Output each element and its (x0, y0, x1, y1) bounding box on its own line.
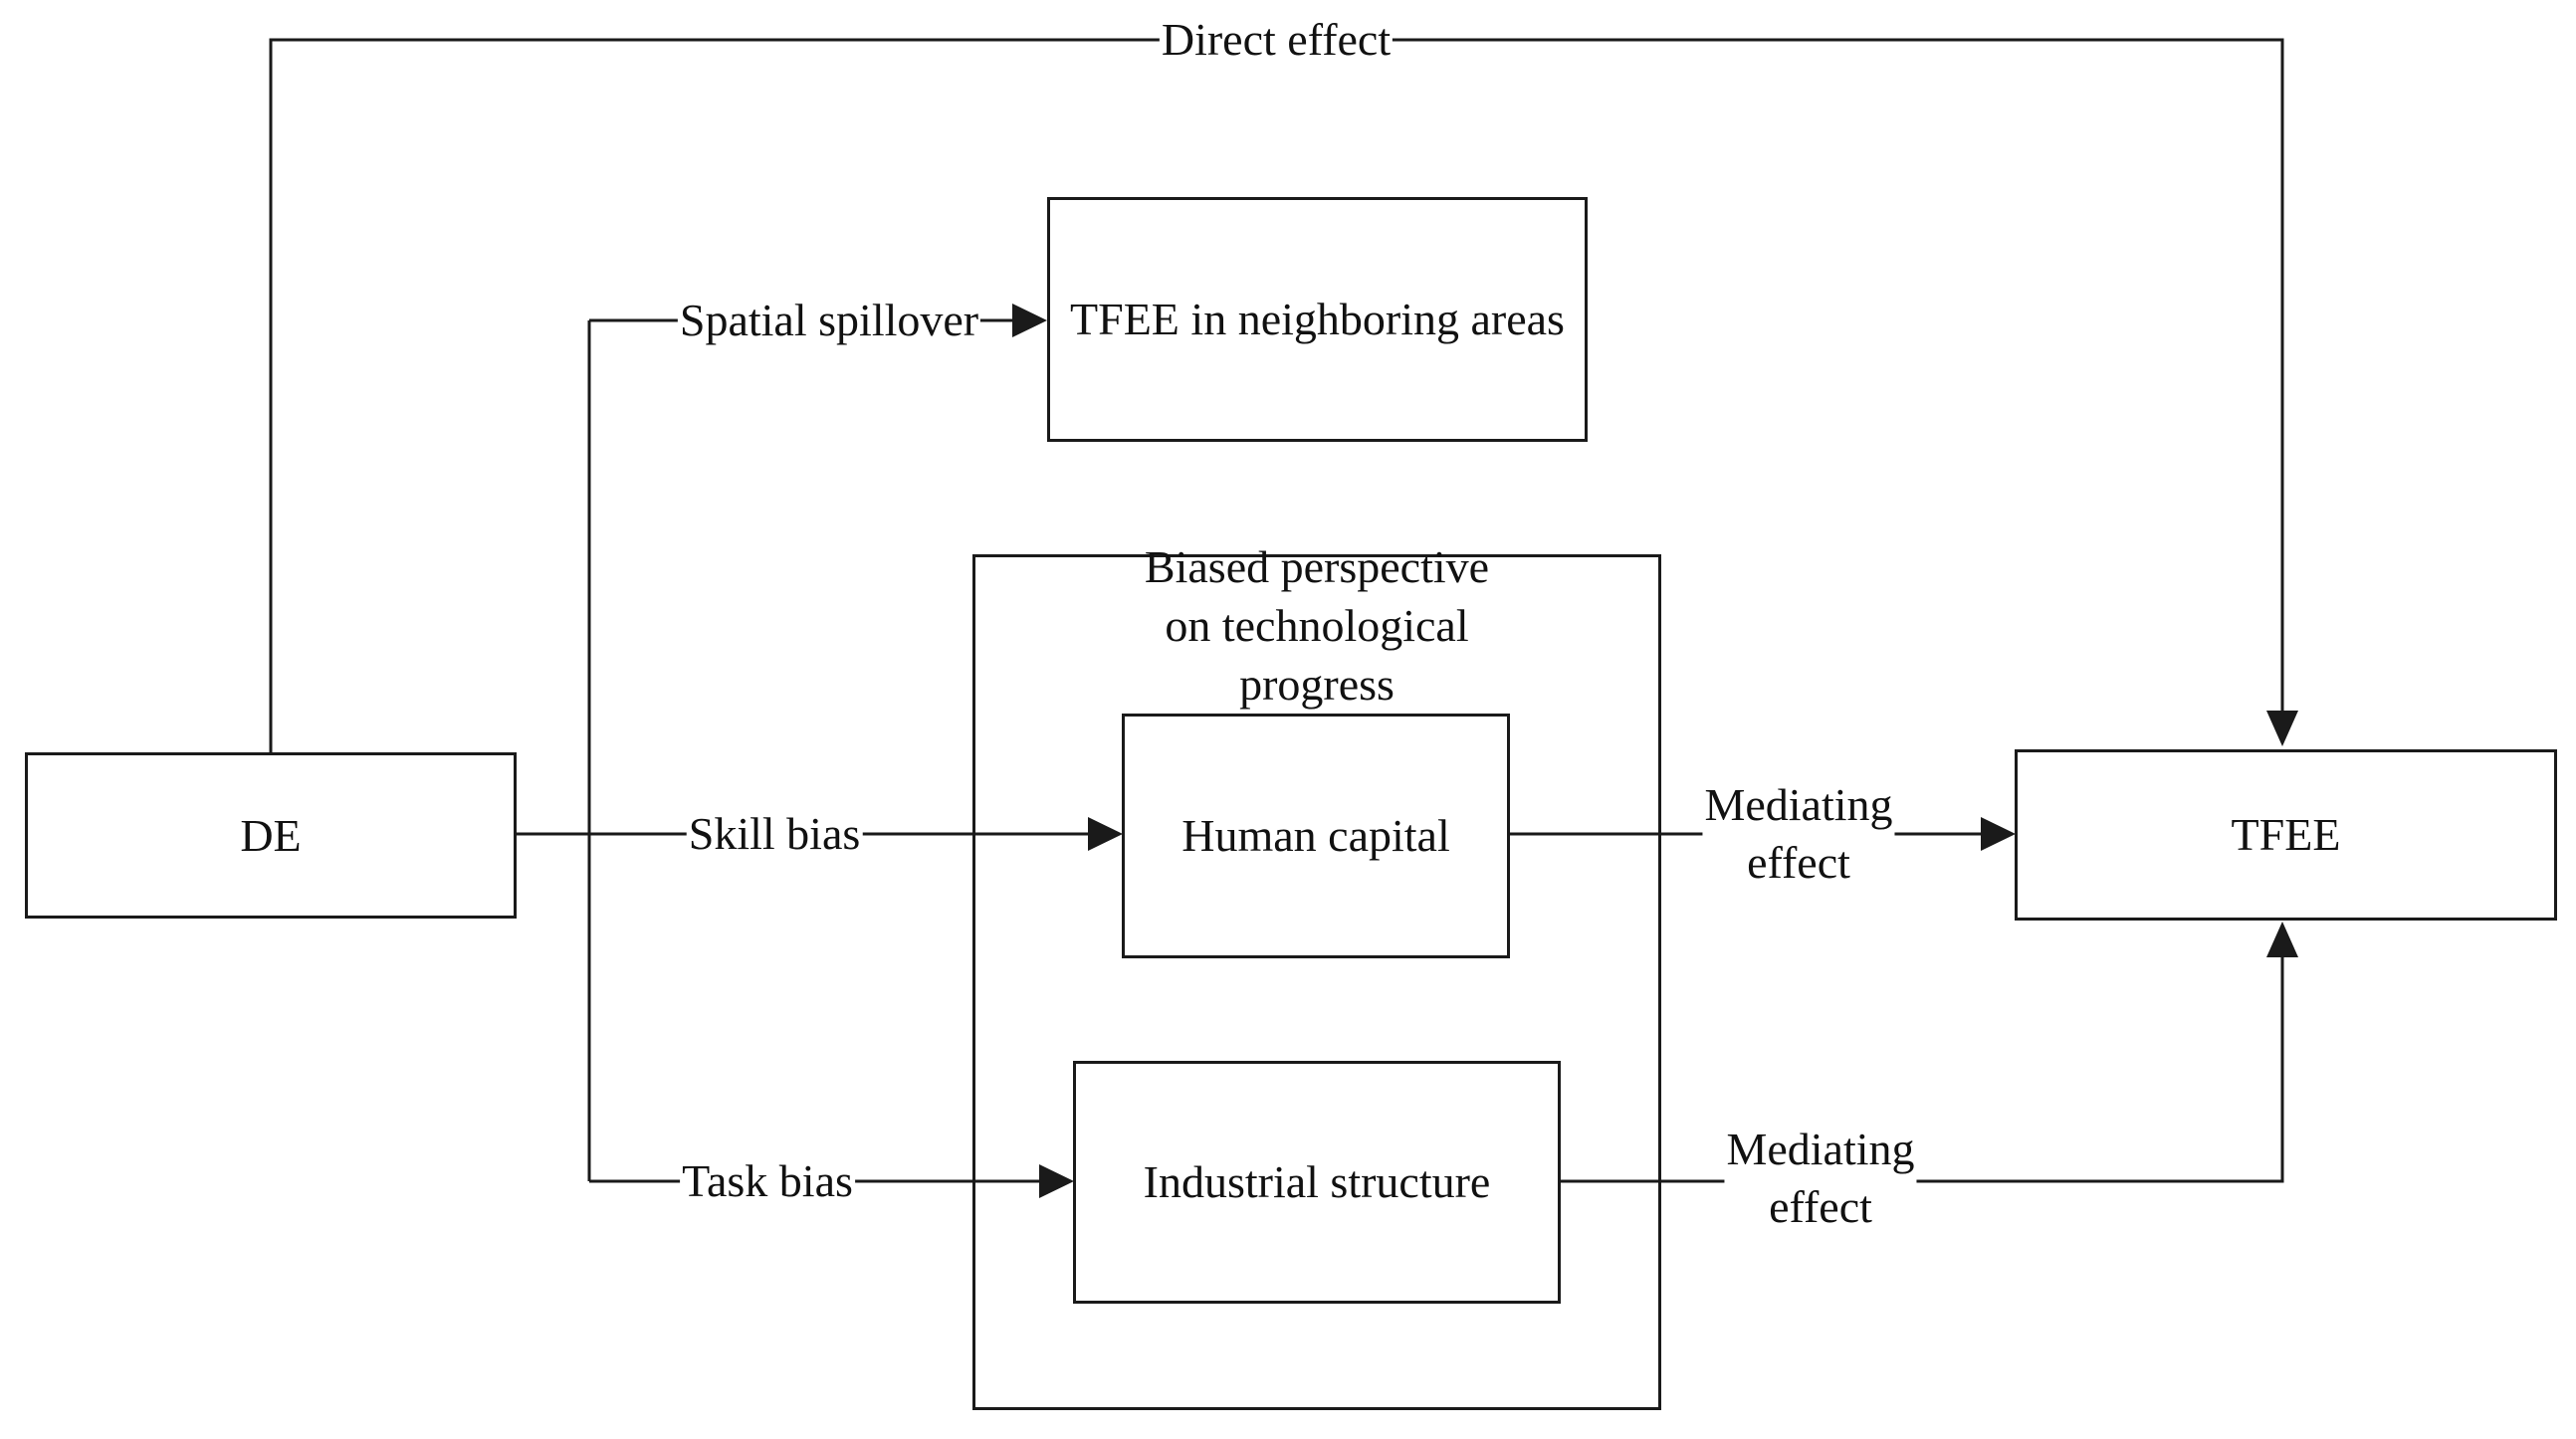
edge-skill-bias-arrowhead (1088, 817, 1123, 851)
node-human-capital: Human capital (1122, 714, 1510, 958)
node-human-capital-label: Human capital (1181, 810, 1450, 862)
edge-label-mediating-1: Mediating effect (1702, 776, 1895, 892)
edge-mediating-2-arrowhead (2266, 922, 2298, 957)
node-tfee-neighboring: TFEE in neighboring areas (1047, 197, 1588, 442)
edge-mediating-2-line (1560, 950, 2284, 1183)
group-title-line-1: Biased perspective (1144, 541, 1490, 592)
edge-label-direct-effect: Direct effect (1159, 14, 1394, 65)
node-de: DE (25, 752, 517, 919)
edge-label-spatial-spillover: Spatial spillover (677, 295, 981, 345)
edge-direct-effect-arrowhead (2266, 711, 2298, 746)
node-tfee: TFEE (2015, 749, 2557, 921)
edge-spatial-spillover-arrowhead (1012, 304, 1047, 337)
edge-label-mediating-2: Mediating effect (1724, 1121, 1917, 1236)
edge-label-mediating-1-line-1: Mediating (1704, 779, 1893, 830)
edge-label-mediating-2-line-2: effect (1769, 1181, 1872, 1232)
edge-label-mediating-1-line-2: effect (1747, 837, 1850, 888)
group-title: Biased perspective on technological prog… (975, 537, 1658, 714)
edge-label-task-bias: Task bias (680, 1155, 855, 1206)
group-title-line-2: on technological (1165, 600, 1469, 651)
node-tfee-neighboring-label: TFEE in neighboring areas (1070, 294, 1565, 344)
node-industrial-structure: Industrial structure (1073, 1061, 1561, 1304)
edge-label-skill-bias: Skill bias (686, 808, 863, 859)
group-biased-perspective: Biased perspective on technological prog… (972, 541, 1661, 1410)
edge-mediating-1-arrowhead (1981, 817, 2016, 851)
node-de-label: DE (240, 809, 302, 861)
edge-task-bias-arrowhead (1039, 1164, 1074, 1198)
node-industrial-structure-label: Industrial structure (1143, 1156, 1491, 1208)
group-title-line-3: progress (1239, 659, 1395, 710)
node-tfee-label: TFEE (2231, 809, 2341, 861)
edge-label-mediating-2-line-1: Mediating (1726, 1124, 1915, 1174)
